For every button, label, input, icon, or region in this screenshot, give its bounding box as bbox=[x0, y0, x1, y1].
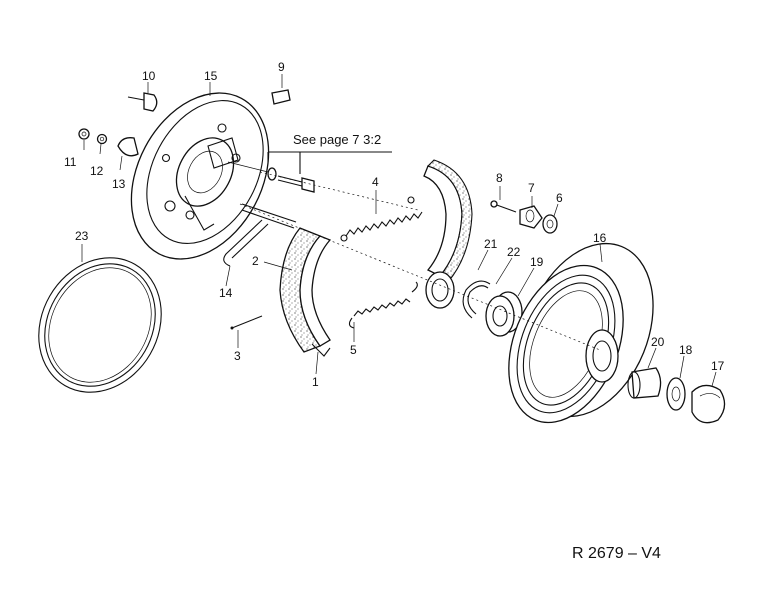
label-6: 6 bbox=[556, 191, 563, 205]
label-5: 5 bbox=[350, 343, 357, 357]
part-15-backing-plate bbox=[130, 92, 270, 260]
assembly-axis-lines bbox=[239, 171, 601, 351]
part-19-bearing bbox=[485, 291, 523, 337]
label-4: 4 bbox=[372, 175, 379, 189]
label-12: 12 bbox=[90, 164, 104, 178]
label-3: 3 bbox=[234, 349, 241, 363]
label-1: 1 bbox=[312, 375, 319, 389]
see-page-callout: See page 7 3:2 bbox=[267, 132, 392, 174]
part-23-ring bbox=[38, 257, 162, 393]
label-10: 10 bbox=[142, 69, 156, 83]
part-9-clip bbox=[271, 74, 291, 105]
part-5-spring bbox=[348, 281, 418, 329]
part-4-spring bbox=[340, 196, 423, 242]
part-2-brake-shoe bbox=[279, 227, 332, 357]
label-16: 16 bbox=[593, 231, 607, 245]
part-17-hub-cap bbox=[691, 384, 726, 424]
label-17: 17 bbox=[711, 359, 725, 373]
adjuster-bolt bbox=[227, 161, 315, 193]
label-18: 18 bbox=[679, 343, 693, 357]
part-6-washer bbox=[542, 214, 558, 234]
part-10-pin bbox=[127, 92, 158, 112]
part-18-nut bbox=[666, 377, 686, 411]
part-22-circlip bbox=[462, 280, 491, 319]
label-7: 7 bbox=[528, 181, 535, 195]
part-11-nut bbox=[78, 128, 90, 140]
part-labels: 10 15 9 11 12 13 4 8 7 6 16 23 2 14 21 2… bbox=[64, 60, 725, 389]
label-15: 15 bbox=[204, 69, 218, 83]
part-14-lever bbox=[223, 203, 297, 267]
label-23: 23 bbox=[75, 229, 89, 243]
leader-lines bbox=[81, 82, 717, 387]
part-20-sleeve bbox=[627, 367, 662, 399]
label-22: 22 bbox=[507, 245, 521, 259]
part-16-brake-drum bbox=[508, 242, 654, 424]
part-7-nut bbox=[519, 205, 543, 229]
label-21: 21 bbox=[484, 237, 498, 251]
label-9: 9 bbox=[278, 60, 285, 74]
label-20: 20 bbox=[651, 335, 665, 349]
label-13: 13 bbox=[112, 177, 126, 191]
label-2: 2 bbox=[252, 254, 259, 268]
label-11: 11 bbox=[64, 155, 77, 169]
label-8: 8 bbox=[496, 171, 503, 185]
see-page-note: See page 7 3:2 bbox=[293, 132, 381, 147]
part-13-cam bbox=[117, 137, 139, 157]
label-14: 14 bbox=[219, 286, 233, 300]
part-3-pin bbox=[230, 315, 263, 330]
label-19: 19 bbox=[530, 255, 544, 269]
drawing-reference: R 2679 – V4 bbox=[572, 545, 661, 562]
part-8-bolt bbox=[490, 200, 517, 213]
brake-shoe-upper bbox=[423, 159, 473, 283]
part-21-seal bbox=[425, 271, 455, 309]
part-12-washer bbox=[96, 133, 108, 145]
